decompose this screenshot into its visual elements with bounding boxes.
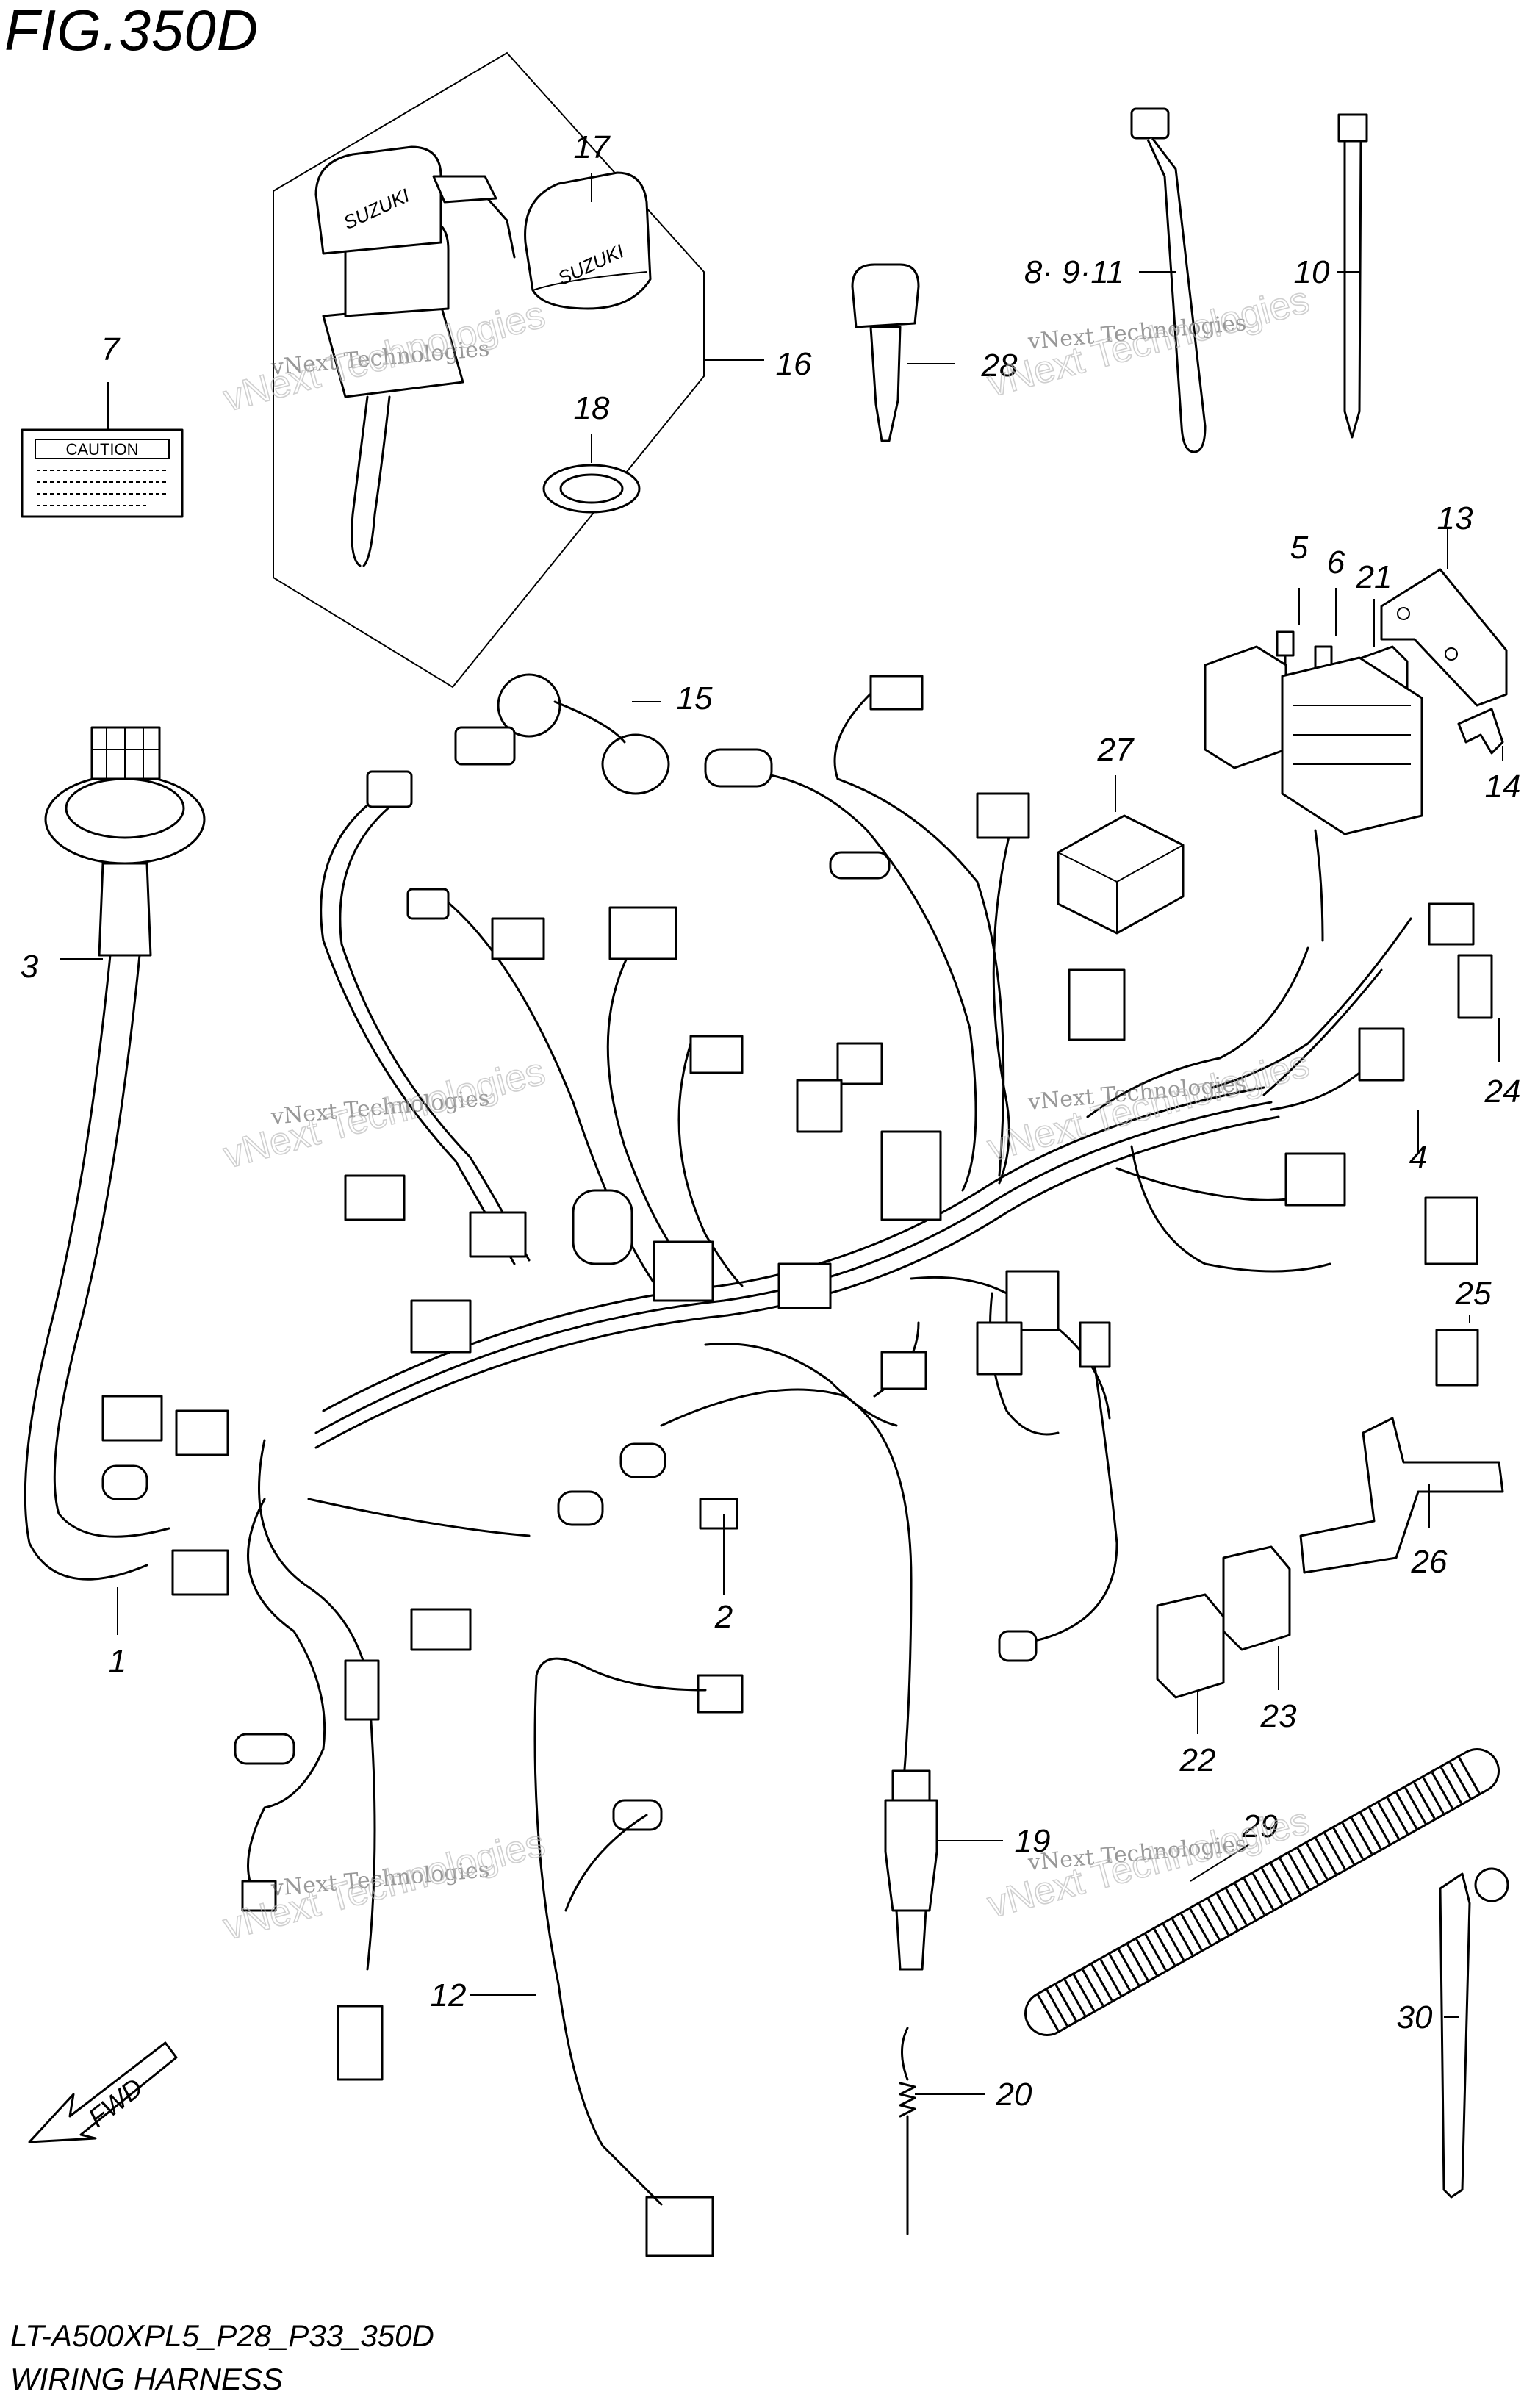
part-bracket-26	[1299, 1417, 1504, 1574]
part-cable-tie	[1337, 113, 1368, 439]
part-bracket-13	[1380, 568, 1508, 707]
part-caution-label: CAUTION	[21, 428, 184, 518]
part-fuse-5	[1276, 630, 1295, 666]
callout-12: 12	[431, 1977, 467, 2013]
callout-25: 25	[1455, 1276, 1492, 1312]
callout-26: 26	[1411, 1544, 1448, 1580]
callout-24: 24	[1484, 1074, 1521, 1110]
model-code: LT-A500XPL5_P28_P33_350D	[10, 2318, 434, 2353]
figure-title: FIG.350D	[4, 0, 259, 62]
callout-4: 4	[1409, 1140, 1427, 1176]
part-key-cap: SUZUKI	[524, 171, 652, 310]
part-cable-tie-clip	[1130, 107, 1207, 453]
part-lead-wire-3	[24, 726, 206, 1581]
part-relay-27	[1057, 814, 1185, 935]
part-clamp-14	[1457, 708, 1504, 755]
fwd-arrow: FWD	[28, 2041, 178, 2143]
watermarks: vNext Technologies vNext Technologies vN…	[218, 278, 1314, 1949]
part-fuse-box	[1204, 645, 1423, 942]
callout-7: 7	[101, 331, 121, 367]
part-ring-nut	[542, 464, 641, 514]
part-o2-sensor	[884, 1769, 938, 1971]
part-key	[851, 263, 920, 442]
callout-3: 3	[21, 949, 39, 985]
callout-13: 13	[1437, 500, 1473, 536]
callout-15: 15	[677, 680, 713, 716]
callout-16: 16	[776, 346, 812, 382]
callout-2: 2	[714, 1599, 733, 1635]
callout-18: 18	[574, 390, 610, 426]
callout-19: 19	[1015, 1823, 1051, 1859]
callout-23: 23	[1260, 1698, 1297, 1734]
callout-30: 30	[1397, 1999, 1433, 2035]
part-corrugated-tube	[1024, 1748, 1500, 2036]
callout-labels: 7 17 18 16 28 8· 9·11 10 5 6 21 13 14 15…	[21, 129, 1521, 2113]
callout-14: 14	[1485, 769, 1521, 805]
callout-17: 17	[574, 129, 611, 165]
callout-22: 22	[1179, 1742, 1216, 1778]
part-sub-harness-12	[533, 1657, 707, 2206]
part-connector-23	[1222, 1545, 1291, 1651]
part-band-30	[1439, 1867, 1509, 2199]
leader-lines	[60, 173, 1503, 2095]
harness-connectors	[101, 675, 1493, 2257]
callout-28: 28	[981, 348, 1018, 384]
ignition-switch-kit-box	[273, 51, 705, 689]
callout-21: 21	[1356, 559, 1392, 595]
figure-subtitle: WIRING HARNESS	[10, 2362, 284, 2396]
callout-5: 5	[1290, 530, 1309, 566]
part-connector-22	[1156, 1593, 1225, 1699]
part-socket-15	[454, 673, 670, 795]
part-ignition-switch: SUZUKI	[314, 145, 516, 567]
callout-1: 1	[109, 1643, 126, 1679]
callout-6: 6	[1327, 545, 1345, 581]
callout-10: 10	[1294, 254, 1330, 290]
main-wiring-harness	[247, 682, 1412, 1971]
callout-27: 27	[1097, 732, 1135, 768]
caution-label-text: CAUTION	[66, 440, 139, 459]
callout-29: 29	[1242, 1808, 1279, 1844]
callout-20: 20	[996, 2077, 1032, 2113]
part-spring	[899, 2027, 916, 2235]
callout-8-9-11: 8· 9·11	[1024, 254, 1124, 290]
